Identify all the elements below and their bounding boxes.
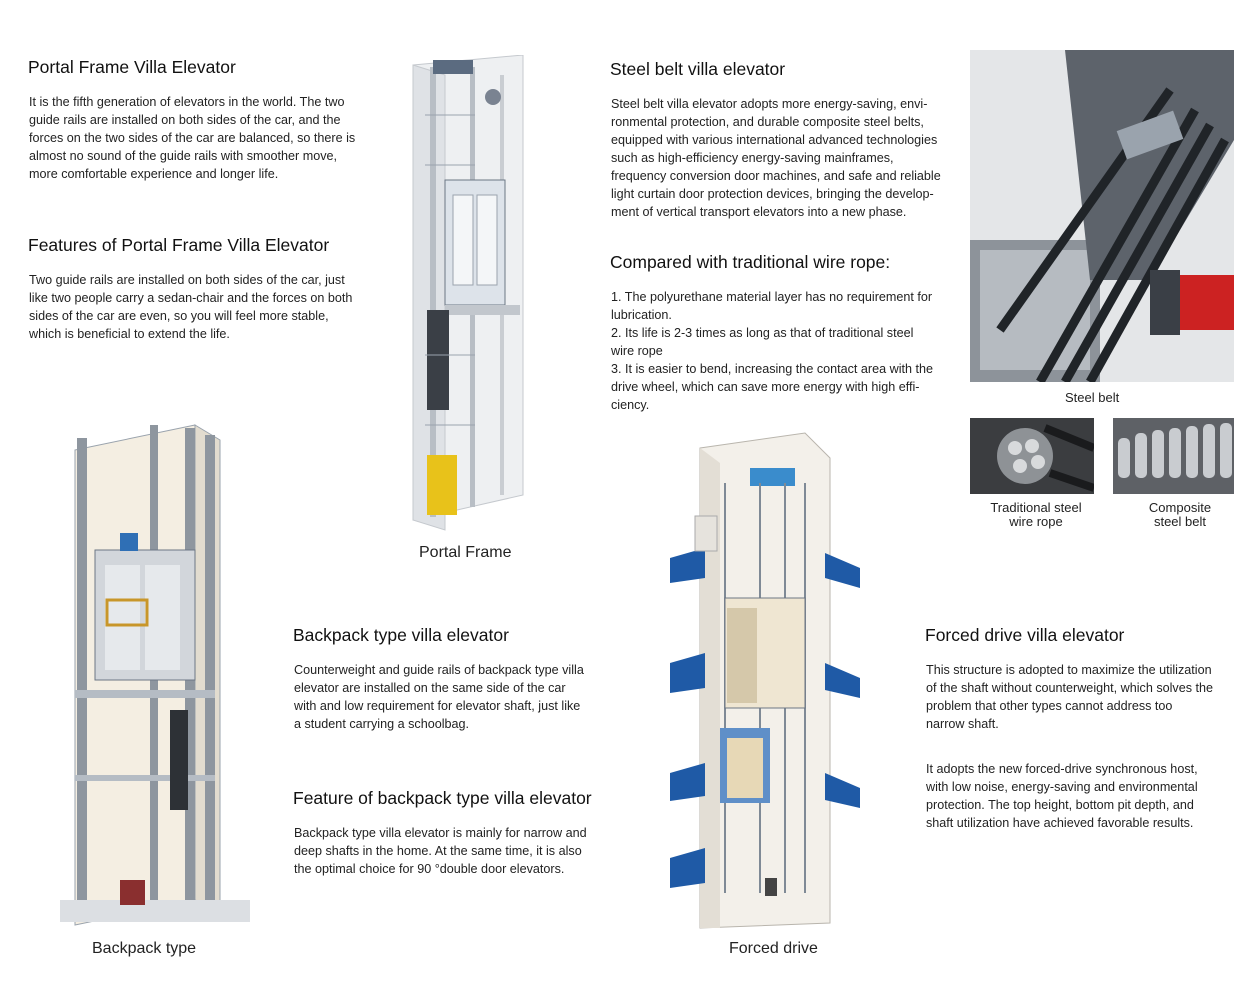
backpack-feature-title: Feature of backpack type villa elevator bbox=[293, 788, 592, 808]
portal-frame-caption: Portal Frame bbox=[419, 544, 512, 561]
backpack-caption: Backpack type bbox=[92, 940, 197, 957]
backpack-title: Backpack type villa elevator bbox=[293, 625, 509, 645]
backpack-elevator-illustration bbox=[60, 424, 250, 926]
forced-title: Forced drive villa elevator bbox=[925, 625, 1125, 645]
portal-features-title: Features of Portal Frame Villa Elevator bbox=[28, 235, 330, 255]
steel-belt-photo-caption: Steel belt bbox=[1065, 390, 1120, 405]
portal-title: Portal Frame Villa Elevator bbox=[28, 57, 236, 77]
forced-drive-elevator-illustration bbox=[670, 432, 860, 929]
compare-list: 1. The polyurethane material layer has n… bbox=[611, 290, 934, 412]
wire-rope-photo bbox=[970, 418, 1094, 494]
steel-belt-description: Steel belt villa elevator adopts more en… bbox=[611, 97, 941, 219]
backpack-description: Counterweight and guide rails of backpac… bbox=[294, 663, 584, 731]
portal-description: It is the fifth generation of elevators … bbox=[29, 95, 356, 181]
portal-features-description: Two guide rails are installed on both si… bbox=[29, 273, 353, 341]
portal-frame-elevator-illustration bbox=[412, 55, 524, 531]
steel-belt-photo bbox=[970, 50, 1234, 382]
composite-belt-photo bbox=[1113, 418, 1234, 494]
compare-title: Compared with traditional wire rope: bbox=[610, 252, 891, 272]
steel-belt-title: Steel belt villa elevator bbox=[610, 59, 786, 79]
backpack-feature-description: Backpack type villa elevator is mainly f… bbox=[294, 826, 587, 876]
forced-description-2: It adopts the new forced-drive synchrono… bbox=[926, 762, 1198, 830]
forced-description: This structure is adopted to maximize th… bbox=[926, 663, 1214, 731]
forced-drive-caption: Forced drive bbox=[729, 940, 818, 957]
